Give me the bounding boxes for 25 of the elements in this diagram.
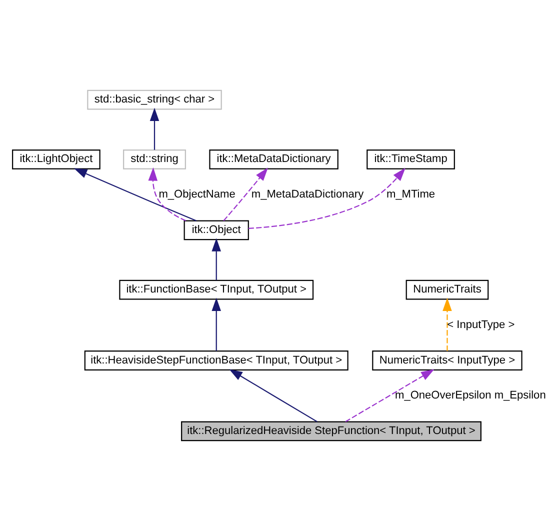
node-box: NumericTraits< InputType > <box>372 350 522 370</box>
arrow <box>248 168 406 229</box>
arrow <box>442 298 452 351</box>
arrow <box>148 167 186 222</box>
arrow <box>229 369 318 422</box>
node-box: itk::TimeStamp <box>366 150 455 170</box>
node-box: std::basic_string< char > <box>87 90 222 110</box>
arrow <box>212 298 221 351</box>
node-box: itk::LightObject <box>12 150 100 170</box>
arrow <box>345 369 434 422</box>
edge-label: m_MetaDataDictionary <box>251 188 364 201</box>
node-box: itk::RegularizedHeaviside StepFunction< TInput, TOutput > <box>181 421 482 442</box>
node-box: NumericTraits <box>406 280 489 300</box>
node-box: std::string <box>123 150 186 170</box>
arrow <box>223 168 268 222</box>
edge-label: m_MTime <box>386 188 436 201</box>
arrow <box>150 108 160 150</box>
arrow <box>74 168 196 222</box>
node-box: itk::FunctionBase< TInput, TOutput > <box>119 280 314 300</box>
edge-label: m_OneOverEpsilon m_Epsilon <box>395 390 546 402</box>
node-box: itk::Object <box>184 220 249 240</box>
edge-label: m_ObjectName <box>158 188 236 201</box>
node-box: itk::HeavisideStepFunctionBase< TInput, TOutput > <box>84 350 348 370</box>
arrow <box>212 238 221 280</box>
node-box: itk::MetaDataDictionary <box>209 150 338 170</box>
